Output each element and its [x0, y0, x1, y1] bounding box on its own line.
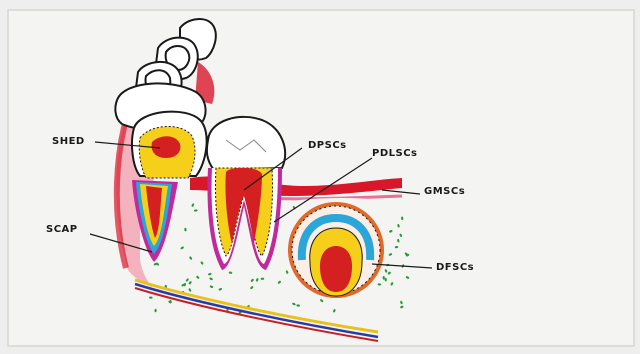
- label-pdlscs: PDLSCs: [372, 148, 418, 159]
- follicle-pulp: [320, 246, 352, 292]
- label-dfscs: DFSCs: [436, 262, 474, 273]
- label-gmscs: GMSCs: [424, 186, 465, 197]
- label-scap: SCAP: [46, 224, 78, 235]
- bone-dot: [383, 276, 385, 280]
- label-shed: SHED: [52, 136, 85, 147]
- label-dpscs: DPSCs: [308, 140, 347, 151]
- dfsc-follicle: [288, 202, 384, 298]
